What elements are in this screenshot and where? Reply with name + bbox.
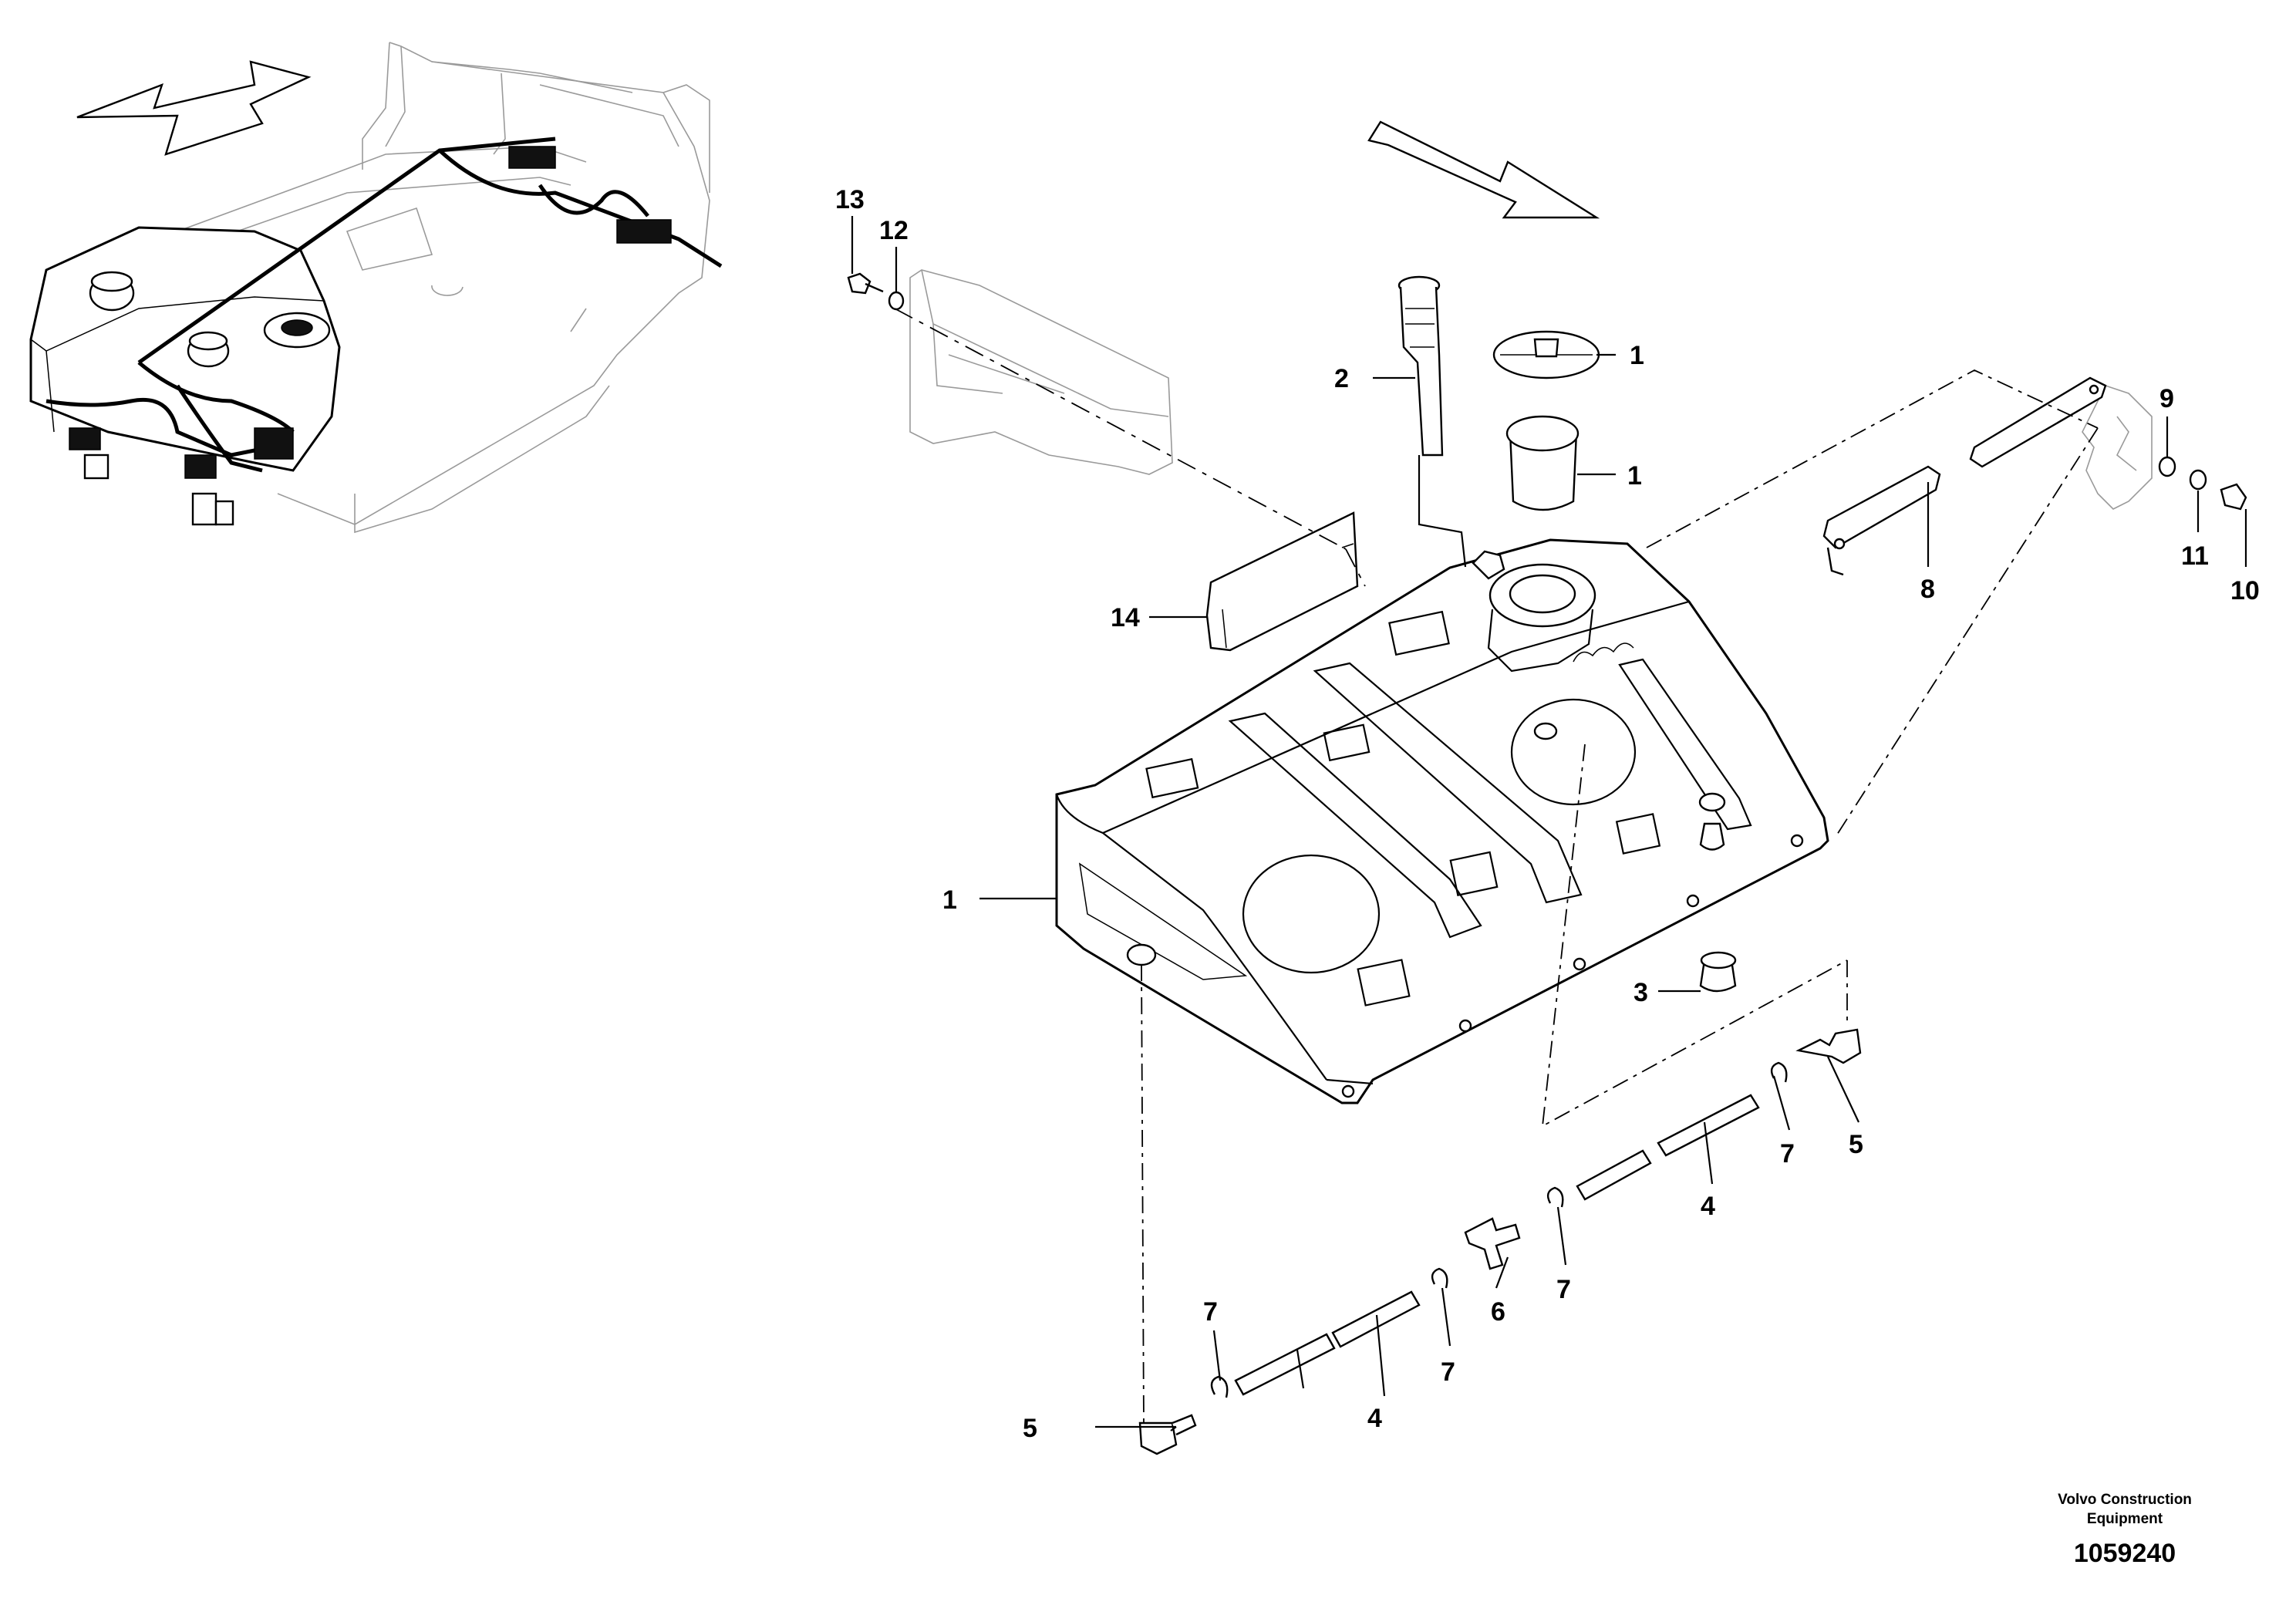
mounting-strap [1822, 376, 2107, 576]
callout-6: 6 [1491, 1297, 1505, 1327]
filler-cap [1492, 330, 1600, 379]
callout-7-c: 7 [1441, 1357, 1455, 1387]
callout-7-d: 7 [1203, 1297, 1218, 1327]
callout-2: 2 [1334, 364, 1349, 393]
overview-illustration [29, 42, 723, 534]
callout-14: 14 [1111, 603, 1140, 632]
right-cab-bracket-ghost [2082, 385, 2153, 510]
callout-1-cap: 1 [1630, 341, 1644, 370]
assembly-lines [894, 308, 2099, 1428]
callout-11: 11 [2181, 541, 2209, 571]
callout-8: 8 [1920, 575, 1935, 604]
overview-brackets [83, 454, 234, 526]
callout-9: 9 [2159, 384, 2174, 413]
callout-10: 10 [2230, 576, 2260, 605]
leader-lines [851, 216, 2247, 1431]
direction-arrow-overview [76, 60, 312, 156]
document-number: 1059240 [2074, 1539, 2176, 1568]
publisher-block: Volvo Construction Equipment 1059240 [2058, 1492, 2192, 1568]
callout-7-b: 7 [1556, 1275, 1571, 1304]
right-hardware [2158, 456, 2247, 511]
callout-4-lower: 4 [1367, 1404, 1382, 1433]
rubber-pad [1205, 511, 1359, 652]
washer-fluid-tank [1055, 538, 1829, 1104]
left-cab-bracket-ghost [909, 269, 1173, 475]
left-hardware [847, 272, 905, 311]
callout-4-upper: 4 [1701, 1192, 1715, 1221]
callout-1-strainer: 1 [1627, 461, 1642, 491]
direction-arrow-main [1367, 120, 1600, 219]
tank-rivets [1341, 834, 1804, 1098]
cab-frame-ghost [177, 42, 710, 534]
callout-7-a: 7 [1780, 1139, 1795, 1168]
credit-line-1: Volvo Construction [2058, 1492, 2192, 1508]
level-sensor [1397, 275, 1444, 457]
outlet-grommet [1699, 951, 1737, 993]
hose-assembly [1138, 1028, 1862, 1455]
callout-1-tank: 1 [942, 885, 957, 915]
credit-line-2: Equipment [2087, 1511, 2163, 1527]
callout-3: 3 [1633, 978, 1648, 1007]
filler-strainer [1505, 415, 1580, 511]
callout-labels: 1 1 1 2 3 4 4 5 5 6 7 7 7 7 8 9 10 11 12… [835, 185, 2260, 1443]
callout-5-lower: 5 [1023, 1414, 1037, 1443]
overview-harness [46, 137, 723, 479]
callout-12: 12 [879, 216, 909, 245]
callout-13: 13 [835, 185, 865, 214]
callout-5-upper: 5 [1849, 1130, 1863, 1159]
